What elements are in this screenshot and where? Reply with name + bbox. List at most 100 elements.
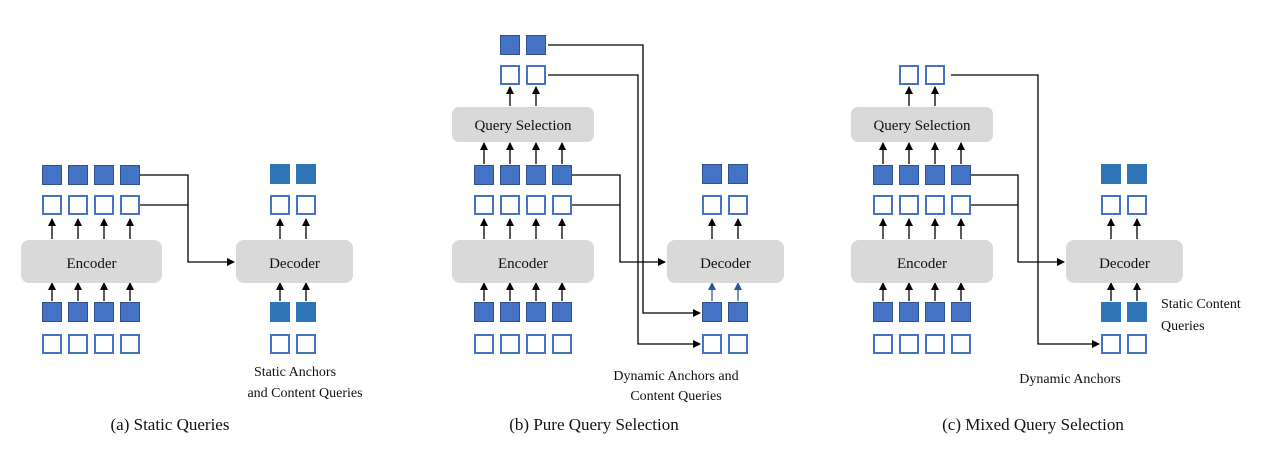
a-enc-in-content-3 [120,302,140,322]
b-sel-out-content-1 [526,35,546,55]
c-enc-out-anchor-2 [925,195,945,215]
panel-c: Query Selection Encoder Decoder Static C… [851,65,1241,434]
c-sel-anchor-line [951,74,1100,348]
b-dec-in-content-0 [702,302,722,322]
c-encoder-label: Encoder [897,256,947,272]
a-enc-out-content-0 [42,165,62,185]
a-caption: (a) Static Queries [111,415,230,434]
a-enc-in-content-0 [42,302,62,322]
c-dec-out-anchor-1 [1127,195,1147,215]
b-enc-out-anchor-2 [526,195,546,215]
b-annotation-line-1: Dynamic Anchors and [613,369,738,384]
b-enc-in-content-2 [526,302,546,322]
a-enc-out-content-1 [68,165,88,185]
b-dec-out-anchor-1 [728,195,748,215]
c-side-annotation-line-1: Static Content [1161,297,1241,312]
b-decoder-label: Decoder [700,256,751,272]
b-sel-anchor-line [548,74,701,348]
c-enc-to-dec-line [971,174,1065,266]
a-annotation-line-2: and Content Queries [247,386,362,401]
b-enc-out-anchor-1 [500,195,520,215]
a-decoder-box [236,240,353,283]
a-enc-out-content-2 [94,165,114,185]
c-annotation-line-1: Dynamic Anchors [1019,372,1120,387]
c-side-annotation-line-2: Queries [1161,319,1205,334]
b-annotation-line-2: Content Queries [630,389,721,404]
c-dec-in-anchor-0 [1101,334,1121,354]
b-caption: (b) Pure Query Selection [509,415,679,434]
a-dec-out-content-0 [270,164,290,184]
a-enc-out-anchor-3 [120,195,140,215]
a-enc-in-anchor-3 [120,334,140,354]
c-sel-out-anchor-0 [899,65,919,85]
b-decoder-box [667,240,784,283]
a-encoder-box [21,240,162,283]
c-decoder-box [1066,240,1183,283]
c-dec-in-content-1 [1127,302,1147,322]
c-selection-label: Query Selection [873,118,971,134]
c-enc-out-content-2 [925,165,945,185]
c-caption: (c) Mixed Query Selection [942,415,1124,434]
c-enc-in-content-2 [925,302,945,322]
a-dec-out-anchor-0 [270,195,290,215]
a-enc-in-content-1 [68,302,88,322]
a-dec-in-content-1 [296,302,316,322]
a-encoder-label: Encoder [67,256,117,272]
c-dec-out-content-0 [1101,164,1121,184]
c-enc-out-content-0 [873,165,893,185]
b-enc-out-anchor-0 [474,195,494,215]
b-enc-in-anchor-2 [526,334,546,354]
c-dec-in-anchor-1 [1127,334,1147,354]
b-enc-in-content-3 [552,302,572,322]
c-encoder-box [851,240,993,283]
c-shapes [873,65,1147,354]
a-enc-to-dec-line [140,174,235,266]
b-dec-in-anchor-0 [702,334,722,354]
c-enc-in-content-3 [951,302,971,322]
c-dec-out-content-1 [1127,164,1147,184]
a-enc-in-anchor-0 [42,334,62,354]
b-dec-out-anchor-0 [702,195,722,215]
c-enc-in-anchor-2 [925,334,945,354]
c-selection-box [851,107,993,142]
b-encoder-label: Encoder [498,256,548,272]
c-dec-out-anchor-0 [1101,195,1121,215]
a-dec-out-anchor-1 [296,195,316,215]
c-enc-in-anchor-0 [873,334,893,354]
c-enc-out-anchor-3 [951,195,971,215]
c-enc-in-anchor-1 [899,334,919,354]
c-enc-out-content-3 [951,165,971,185]
c-enc-out-anchor-0 [873,195,893,215]
a-enc-out-anchor-2 [94,195,114,215]
a-enc-out-content-3 [120,165,140,185]
a-dec-in-anchor-0 [270,334,290,354]
b-enc-out-content-0 [474,165,494,185]
c-enc-in-content-1 [899,302,919,322]
a-decoder-label: Decoder [269,256,320,272]
c-enc-in-anchor-3 [951,334,971,354]
panel-b: Query Selection Encoder Decoder Dynamic … [452,35,784,434]
a-dec-in-anchor-1 [296,334,316,354]
c-dec-in-content-0 [1101,302,1121,322]
b-enc-to-dec-line [572,174,666,266]
b-dec-out-content-1 [728,164,748,184]
c-enc-in-content-0 [873,302,893,322]
b-enc-in-content-0 [474,302,494,322]
b-encoder-box [452,240,594,283]
b-enc-in-anchor-0 [474,334,494,354]
c-enc-out-anchor-1 [899,195,919,215]
a-enc-in-content-2 [94,302,114,322]
b-selection-box [452,107,594,142]
a-shapes [42,164,316,354]
b-enc-in-content-1 [500,302,520,322]
c-decoder-label: Decoder [1099,256,1150,272]
b-sel-out-content-0 [500,35,520,55]
panel-a: Encoder Decoder Static Anchors and Conte… [21,164,363,434]
a-enc-in-anchor-1 [68,334,88,354]
a-dec-in-content-0 [270,302,290,322]
b-enc-out-content-2 [526,165,546,185]
b-sel-out-anchor-1 [526,65,546,85]
b-selection-label: Query Selection [474,118,572,134]
a-enc-in-anchor-2 [94,334,114,354]
